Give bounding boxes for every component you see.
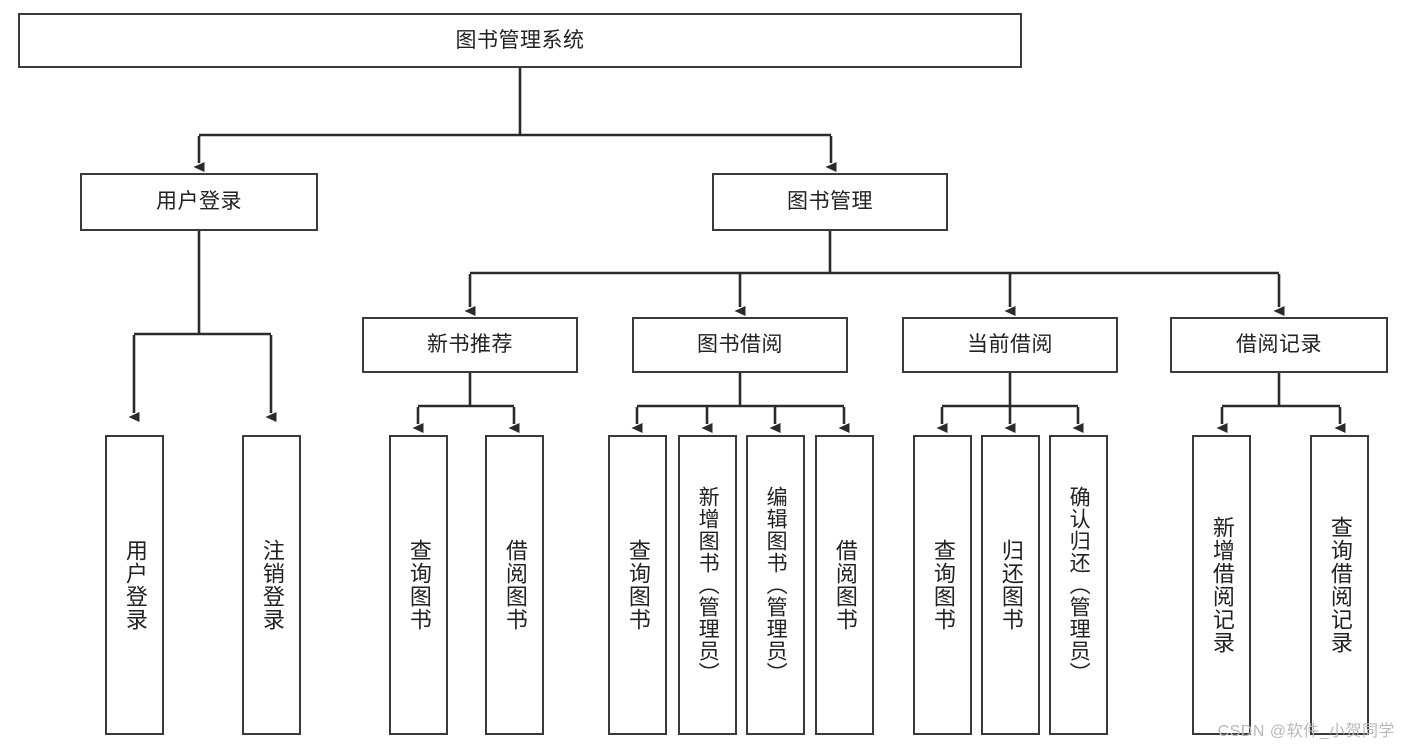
node-label: 用户登录 bbox=[122, 539, 148, 631]
node-label: 查询借阅记录 bbox=[1327, 516, 1353, 654]
node-label: 借阅记录 bbox=[1236, 333, 1322, 357]
node-label: 查询图书 bbox=[930, 539, 956, 631]
node-label: 新增图书（管理员） bbox=[696, 486, 720, 684]
leaf-record-query-record[interactable]: 查询借阅记录 bbox=[1310, 435, 1369, 735]
node-root-system[interactable]: 图书管理系统 bbox=[18, 13, 1022, 68]
node-new-book-recommend[interactable]: 新书推荐 bbox=[362, 317, 578, 373]
node-label: 新书推荐 bbox=[427, 333, 513, 357]
leaf-current-query-book[interactable]: 查询图书 bbox=[913, 435, 972, 735]
node-label: 新增借阅记录 bbox=[1209, 516, 1235, 654]
watermark-text: CSDN @软件_小贺同学 bbox=[1217, 723, 1395, 740]
node-label: 确认归还（管理员） bbox=[1067, 486, 1091, 684]
node-label: 图书管理 bbox=[787, 190, 873, 214]
leaf-user-login-logout[interactable]: 注销登录 bbox=[242, 435, 301, 735]
node-label: 编辑图书（管理员） bbox=[764, 486, 788, 684]
node-label: 注销登录 bbox=[259, 539, 285, 631]
node-label: 借阅图书 bbox=[502, 539, 528, 631]
node-label: 当前借阅 bbox=[967, 333, 1053, 357]
node-book-borrow[interactable]: 图书借阅 bbox=[632, 317, 848, 373]
node-label: 图书借阅 bbox=[697, 333, 783, 357]
leaf-current-confirm-return-admin[interactable]: 确认归还（管理员） bbox=[1049, 435, 1108, 735]
leaf-borrow-add-book-admin[interactable]: 新增图书（管理员） bbox=[678, 435, 737, 735]
leaf-current-return-book[interactable]: 归还图书 bbox=[981, 435, 1040, 735]
node-label: 归还图书 bbox=[998, 539, 1024, 631]
node-label: 查询图书 bbox=[406, 539, 432, 631]
node-user-login[interactable]: 用户登录 bbox=[80, 173, 318, 231]
leaf-user-login-login[interactable]: 用户登录 bbox=[105, 435, 164, 735]
node-label: 图书管理系统 bbox=[455, 28, 585, 52]
leaf-recommend-query-book[interactable]: 查询图书 bbox=[389, 435, 448, 735]
leaf-borrow-borrow-book[interactable]: 借阅图书 bbox=[815, 435, 874, 735]
node-book-management[interactable]: 图书管理 bbox=[712, 173, 948, 231]
leaf-record-add-record[interactable]: 新增借阅记录 bbox=[1192, 435, 1251, 735]
node-label: 借阅图书 bbox=[832, 539, 858, 631]
node-label: 查询图书 bbox=[625, 539, 651, 631]
leaf-recommend-borrow-book[interactable]: 借阅图书 bbox=[485, 435, 544, 735]
node-borrow-record[interactable]: 借阅记录 bbox=[1170, 317, 1388, 373]
node-label: 用户登录 bbox=[156, 190, 242, 214]
node-current-borrow[interactable]: 当前借阅 bbox=[902, 317, 1118, 373]
leaf-borrow-query-book[interactable]: 查询图书 bbox=[608, 435, 667, 735]
leaf-borrow-edit-book-admin[interactable]: 编辑图书（管理员） bbox=[746, 435, 805, 735]
